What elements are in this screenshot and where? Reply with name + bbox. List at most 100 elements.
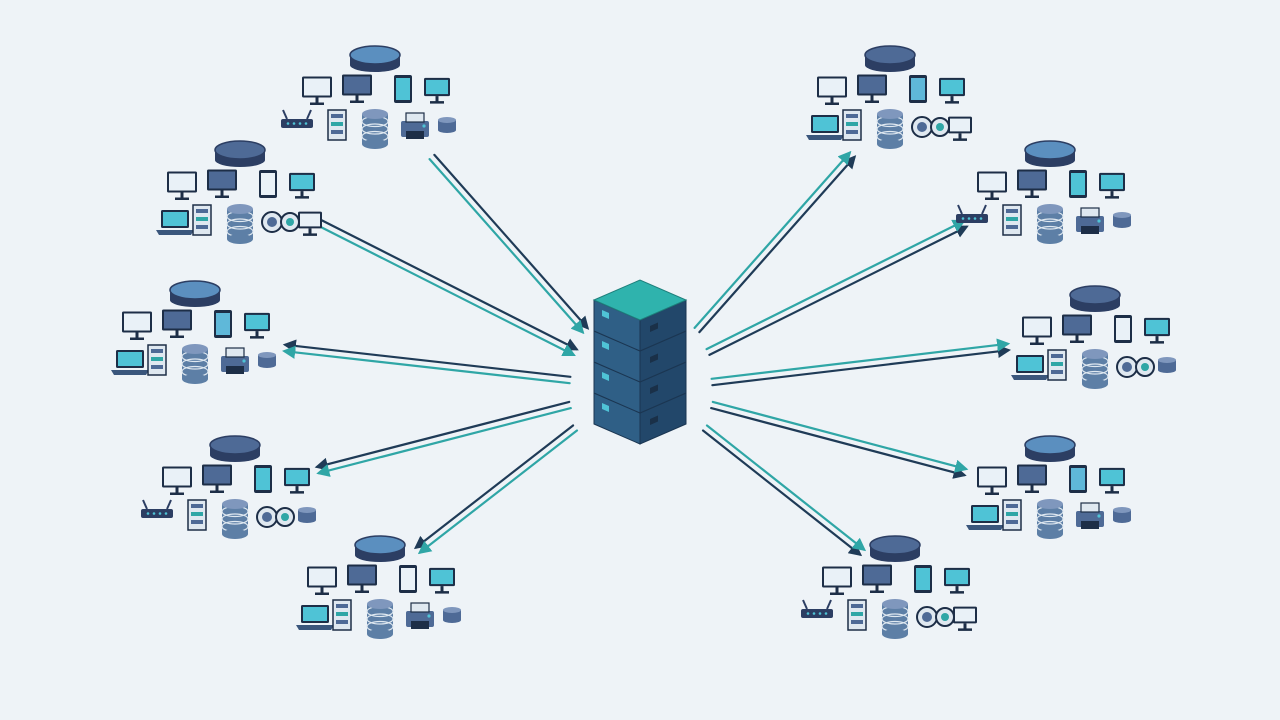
cluster-top-left-connector-1 <box>433 153 590 330</box>
database-icon <box>1081 349 1109 389</box>
cluster-middle-right-connector-1 <box>711 344 1011 387</box>
cluster-bottom-right-connector-1 <box>701 429 863 557</box>
monitor-icon <box>289 172 315 199</box>
cluster-middle-left-connector-2 <box>282 345 571 385</box>
tablet-icon <box>394 75 412 103</box>
cluster-middle-left <box>111 280 276 384</box>
printer-icon <box>406 602 434 629</box>
server-icon <box>192 204 212 236</box>
server-icon <box>332 599 352 631</box>
central-server-stack <box>592 279 688 445</box>
monitor-icon <box>862 564 892 593</box>
tablet-icon <box>254 465 272 493</box>
database-icon <box>298 507 316 523</box>
router-icon <box>281 109 313 128</box>
laptop-icon <box>156 210 194 235</box>
monitor-icon <box>953 606 977 631</box>
tablet-icon <box>1069 465 1087 493</box>
printer-icon <box>221 347 249 374</box>
cluster-lower-right-connector-2 <box>711 400 969 473</box>
printer-icon <box>1076 502 1104 529</box>
monitor-icon <box>162 466 192 495</box>
monitor-icon <box>1022 316 1052 345</box>
cluster-lower-left-connector-1 <box>314 400 571 471</box>
monitor-icon <box>1017 169 1047 198</box>
cluster-lower-right-connector-1 <box>710 406 967 479</box>
cluster-lower-left <box>141 435 316 539</box>
tablet-icon <box>909 75 927 103</box>
printer-icon <box>401 112 429 139</box>
cluster-top-left <box>281 45 456 149</box>
cluster-top-right <box>806 45 972 149</box>
server-icon <box>1002 204 1022 236</box>
database-icon <box>366 599 394 639</box>
tablet-icon <box>914 565 932 593</box>
monitor-icon <box>977 171 1007 200</box>
monitor-icon <box>284 467 310 494</box>
monitor-icon <box>167 171 197 200</box>
monitor-icon <box>817 76 847 105</box>
database-icon <box>1024 140 1076 167</box>
cluster-middle-right-connector-2 <box>710 338 1011 380</box>
cluster-bottom-left-connector-1 <box>413 424 575 550</box>
database-icon <box>1158 357 1176 373</box>
cluster-top-left-connector-2 <box>428 158 585 335</box>
database-icon <box>226 204 254 244</box>
camera-icon <box>261 211 300 233</box>
printer-icon <box>1076 207 1104 234</box>
cluster-bottom-left-connector-2 <box>417 429 579 555</box>
monitor-icon <box>302 76 332 105</box>
monitor-icon <box>1099 467 1125 494</box>
monitor-icon <box>307 566 337 595</box>
database-icon <box>1113 507 1131 523</box>
database-icon <box>876 109 904 149</box>
database-icon <box>349 45 401 72</box>
router-icon <box>956 204 988 223</box>
server-rack-unit <box>593 361 687 414</box>
laptop-icon <box>966 505 1004 530</box>
tablet-icon <box>399 565 417 593</box>
camera-icon <box>911 116 950 138</box>
monitor-icon <box>298 211 322 236</box>
device-clusters <box>111 45 1176 639</box>
monitor-icon <box>857 74 887 103</box>
monitor-icon <box>122 311 152 340</box>
camera-icon <box>916 606 955 628</box>
database-icon <box>181 344 209 384</box>
server-rack-unit <box>593 299 687 352</box>
database-icon <box>443 607 461 623</box>
monitor-icon <box>939 77 965 104</box>
server-icon <box>147 344 167 376</box>
laptop-icon <box>111 350 149 375</box>
monitor-icon <box>244 312 270 339</box>
database-icon <box>881 599 909 639</box>
monitor-icon <box>1144 317 1170 344</box>
monitor-icon <box>207 169 237 198</box>
cluster-middle-left-connector-1 <box>282 339 572 378</box>
monitor-icon <box>948 116 972 141</box>
monitor-icon <box>347 564 377 593</box>
laptop-icon <box>296 605 334 630</box>
database-icon <box>1036 499 1064 539</box>
monitor-icon <box>1062 314 1092 343</box>
tablet-icon <box>259 170 277 198</box>
database-icon <box>864 45 916 72</box>
tablet-icon <box>1069 170 1087 198</box>
monitor-icon <box>202 464 232 493</box>
database-icon <box>354 535 406 562</box>
server-icon <box>842 109 862 141</box>
camera-icon <box>1116 356 1155 378</box>
cluster-bottom-left <box>296 535 461 639</box>
monitor-icon <box>1099 172 1125 199</box>
database-icon <box>438 117 456 133</box>
database-icon <box>169 280 221 307</box>
camera-icon <box>256 506 295 528</box>
router-icon <box>801 599 833 618</box>
database-icon <box>1024 435 1076 462</box>
laptop-icon <box>1011 355 1049 380</box>
database-icon <box>361 109 389 149</box>
monitor-icon <box>342 74 372 103</box>
cluster-upper-left <box>156 140 322 244</box>
monitor-icon <box>977 466 1007 495</box>
